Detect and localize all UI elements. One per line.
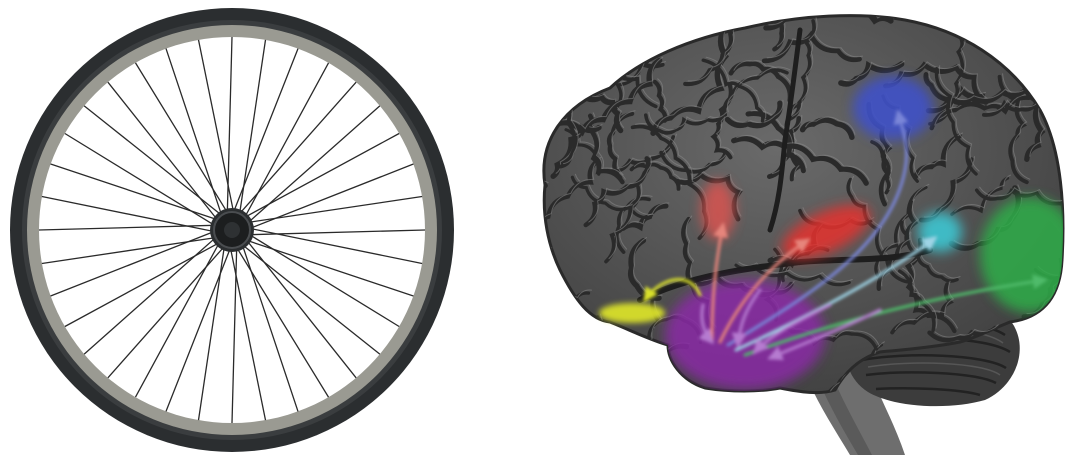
- bicycle-wheel: [10, 8, 454, 452]
- yellow-region: [599, 303, 665, 323]
- sulcus: [501, 184, 545, 221]
- gyrus-highlight: [504, 181, 548, 218]
- gyrus-highlight: [684, 0, 731, 24]
- sulcus: [543, 26, 556, 77]
- gyrus-highlight: [564, 335, 661, 396]
- gyrus-highlight: [546, 23, 559, 74]
- sulcus: [564, 48, 633, 73]
- red-region-upper: [701, 180, 735, 240]
- sulcus: [561, 338, 658, 399]
- gyrus-highlight: [461, 61, 555, 80]
- brain-illustration: [441, 0, 1066, 455]
- gyrus-highlight: [1053, 19, 1066, 113]
- hub-axle: [224, 222, 240, 238]
- sulcus: [681, 0, 728, 27]
- sulcus: [458, 64, 552, 83]
- sulcus: [1050, 22, 1065, 116]
- blue-region: [853, 76, 933, 140]
- gyrus-highlight: [444, 248, 552, 269]
- sulcus: [441, 251, 549, 272]
- gyrus-highlight: [567, 45, 636, 70]
